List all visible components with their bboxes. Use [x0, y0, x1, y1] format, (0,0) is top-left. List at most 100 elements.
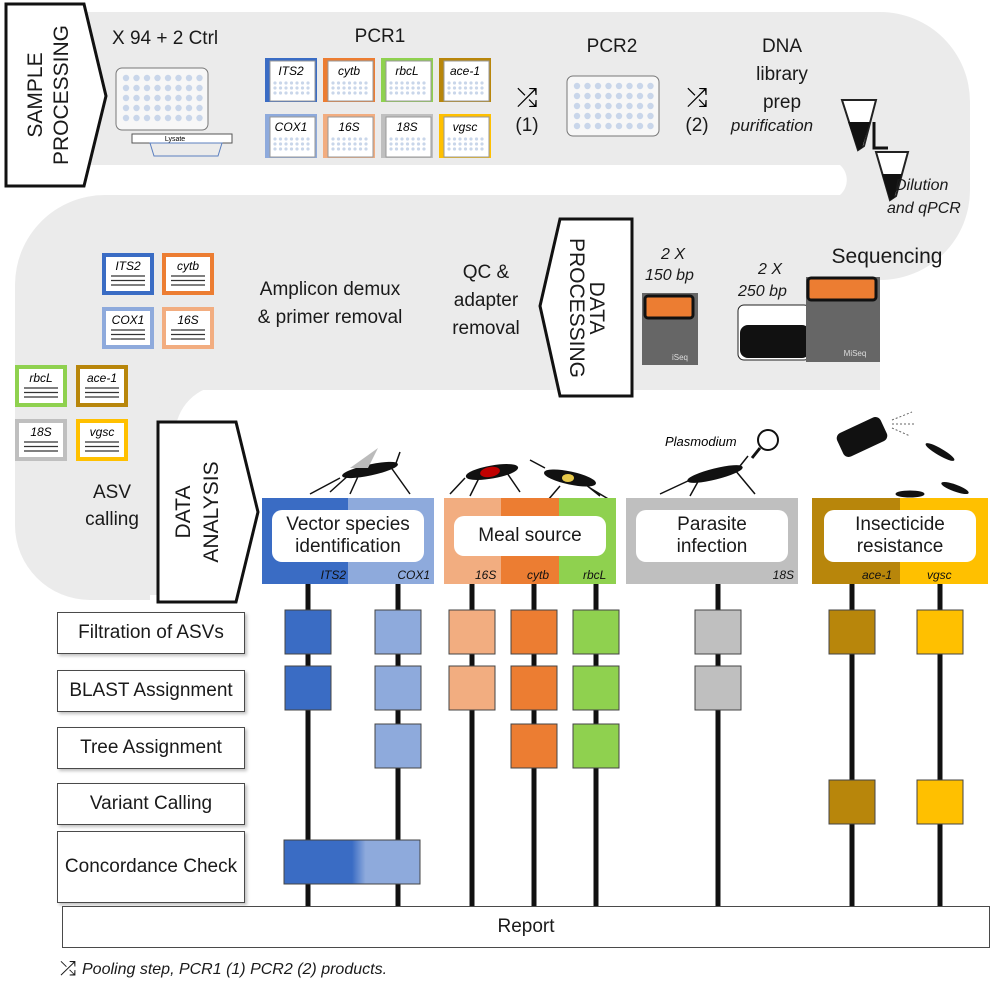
data-processing-arrow: DATA PROCESSING [538, 217, 634, 398]
step-square-cytb-tree [510, 723, 558, 769]
pcr1-plate-cox1: COX1 [265, 114, 317, 158]
header-marker-ace1: ace-1 [862, 568, 892, 582]
demux-line-1: Amplicon demux [260, 279, 401, 300]
pcr1-plate-cytb: cytb [323, 58, 375, 102]
dna-library-line-2: library [756, 64, 808, 85]
sample-processing-title-2: PROCESSING [50, 25, 73, 165]
marker-card-18s: 18S [15, 419, 67, 461]
data-analysis-arrow: DATA ANALYSIS [156, 420, 260, 604]
data-analysis-title-1: DATA [172, 486, 195, 539]
mosquito-icon [449, 464, 521, 497]
header-marker-vgsc: vgsc [927, 568, 952, 582]
pcr2-plate [566, 75, 660, 137]
pcr1-plate-16s: 16S [323, 114, 375, 158]
asv-line-1: ASV [93, 482, 131, 503]
pool-1: ⤮ (1) [515, 82, 538, 136]
pcr1-label: PCR1 [355, 26, 406, 47]
svg-text:ITS2: ITS2 [115, 259, 141, 273]
pcr1-plate-rbcl: rbcL [381, 58, 433, 102]
header-marker-cytb: cytb [527, 568, 549, 582]
footer-text: Pooling step, PCR1 (1) PCR2 (2) products… [82, 960, 388, 978]
step-square-its2-blast [284, 665, 332, 711]
step-square-rbcl-filt [572, 609, 620, 655]
svg-text:ace-1: ace-1 [87, 371, 117, 385]
dilution-line-1: Dilution [895, 177, 948, 194]
step-square-ace-1-filt [828, 609, 876, 655]
step-square-ace-1-variant [828, 779, 876, 825]
asv-marker-grid: rbcL ace-1 18S vgsc [15, 365, 128, 461]
shuffle-icon: ⤮ [687, 82, 708, 112]
lysate-label: Lysate [165, 136, 185, 143]
svg-text:COX1: COX1 [112, 313, 145, 327]
step-square-cox1-filt [374, 609, 422, 655]
step-square-its2-filt [284, 609, 332, 655]
sample-plate: X 94 + 2 Ctrl Lysate [112, 28, 233, 157]
purification-label: purification [730, 116, 813, 135]
svg-text:vgsc: vgsc [90, 425, 115, 439]
footer-note: ⤮ Pooling step, PCR1 (1) PCR2 (2) produc… [60, 958, 387, 981]
iseq-machine: iSeq [642, 293, 698, 365]
svg-text:18S: 18S [396, 120, 417, 134]
sequencing-label: Sequencing [832, 245, 943, 268]
svg-text:ace-1: ace-1 [450, 64, 480, 78]
pcr1-plate-ace-1: ace-1 [439, 58, 491, 102]
plates-label: X 94 + 2 Ctrl [112, 28, 218, 49]
step-square-cytb-blast [510, 665, 558, 711]
header-marker-18s: 18S [773, 568, 794, 582]
mosquito-icon [529, 459, 611, 501]
step-square-rbcl-tree [572, 723, 620, 769]
data-processing-title-2: PROCESSING [565, 238, 588, 378]
svg-text:rbcL: rbcL [395, 64, 418, 78]
header-marker-16s: 16S [475, 568, 496, 582]
marker-card-ace-1: ace-1 [76, 365, 128, 407]
step-square-16s-filt [448, 609, 496, 655]
plasmodium-label: Plasmodium [665, 434, 737, 449]
category-label-meal-source: Meal source [454, 516, 606, 556]
marker-card-rbcl: rbcL [15, 365, 67, 407]
step-square-cox1-blast [374, 665, 422, 711]
marker-card-cox1: COX1 [102, 307, 154, 349]
sample-processing-title-1: SAMPLE [24, 52, 47, 137]
dilution-line-2: and qPCR [887, 200, 961, 217]
iseq-name: iSeq [672, 353, 688, 362]
header-marker-its2: ITS2 [321, 568, 347, 582]
mosquito-icon [895, 443, 969, 498]
miseq-reads-1: 2 X [757, 261, 783, 278]
pcr1-plate-vgsc: vgsc [439, 114, 491, 158]
step-concordance-check: Concordance Check [57, 831, 245, 903]
step-variant-calling: Variant Calling [57, 783, 245, 825]
svg-text:cytb: cytb [338, 64, 360, 78]
step-square-vgsc-variant [916, 779, 964, 825]
asv-line-2: calling [85, 509, 139, 530]
header-marker-cox1: COX1 [397, 568, 430, 582]
pcr1-plate-18s: 18S [381, 114, 433, 158]
svg-text:COX1: COX1 [275, 120, 308, 134]
pool-1-label: (1) [515, 115, 538, 136]
step-square-cytb-filt [510, 609, 558, 655]
data-processing-title-1: DATA [585, 282, 608, 335]
qc-line-3: removal [452, 318, 520, 339]
svg-text:rbcL: rbcL [29, 371, 52, 385]
demux-line-2: & primer removal [258, 307, 403, 328]
svg-text:cytb: cytb [177, 259, 199, 273]
step-square-cox1-tree [374, 723, 422, 769]
step-blast-assignment: BLAST Assignment [57, 670, 245, 712]
step-square-16s-blast [448, 665, 496, 711]
svg-text:vgsc: vgsc [453, 120, 478, 134]
spray-can-icon [836, 411, 914, 457]
magnifier-icon [750, 429, 779, 459]
svg-text:18S: 18S [30, 425, 51, 439]
data-analysis-title-2: ANALYSIS [200, 461, 223, 562]
pool-2-label: (2) [685, 115, 708, 136]
miseq-name: MiSeq [844, 349, 867, 358]
dna-library-line-1: DNA [762, 36, 802, 57]
tube-icon-2 [874, 151, 910, 202]
step-filtration: Filtration of ASVs [57, 612, 245, 654]
pcr1-plate-its2: ITS2 [265, 58, 317, 102]
qc-line-2: adapter [454, 290, 519, 311]
svg-text:16S: 16S [177, 313, 198, 327]
